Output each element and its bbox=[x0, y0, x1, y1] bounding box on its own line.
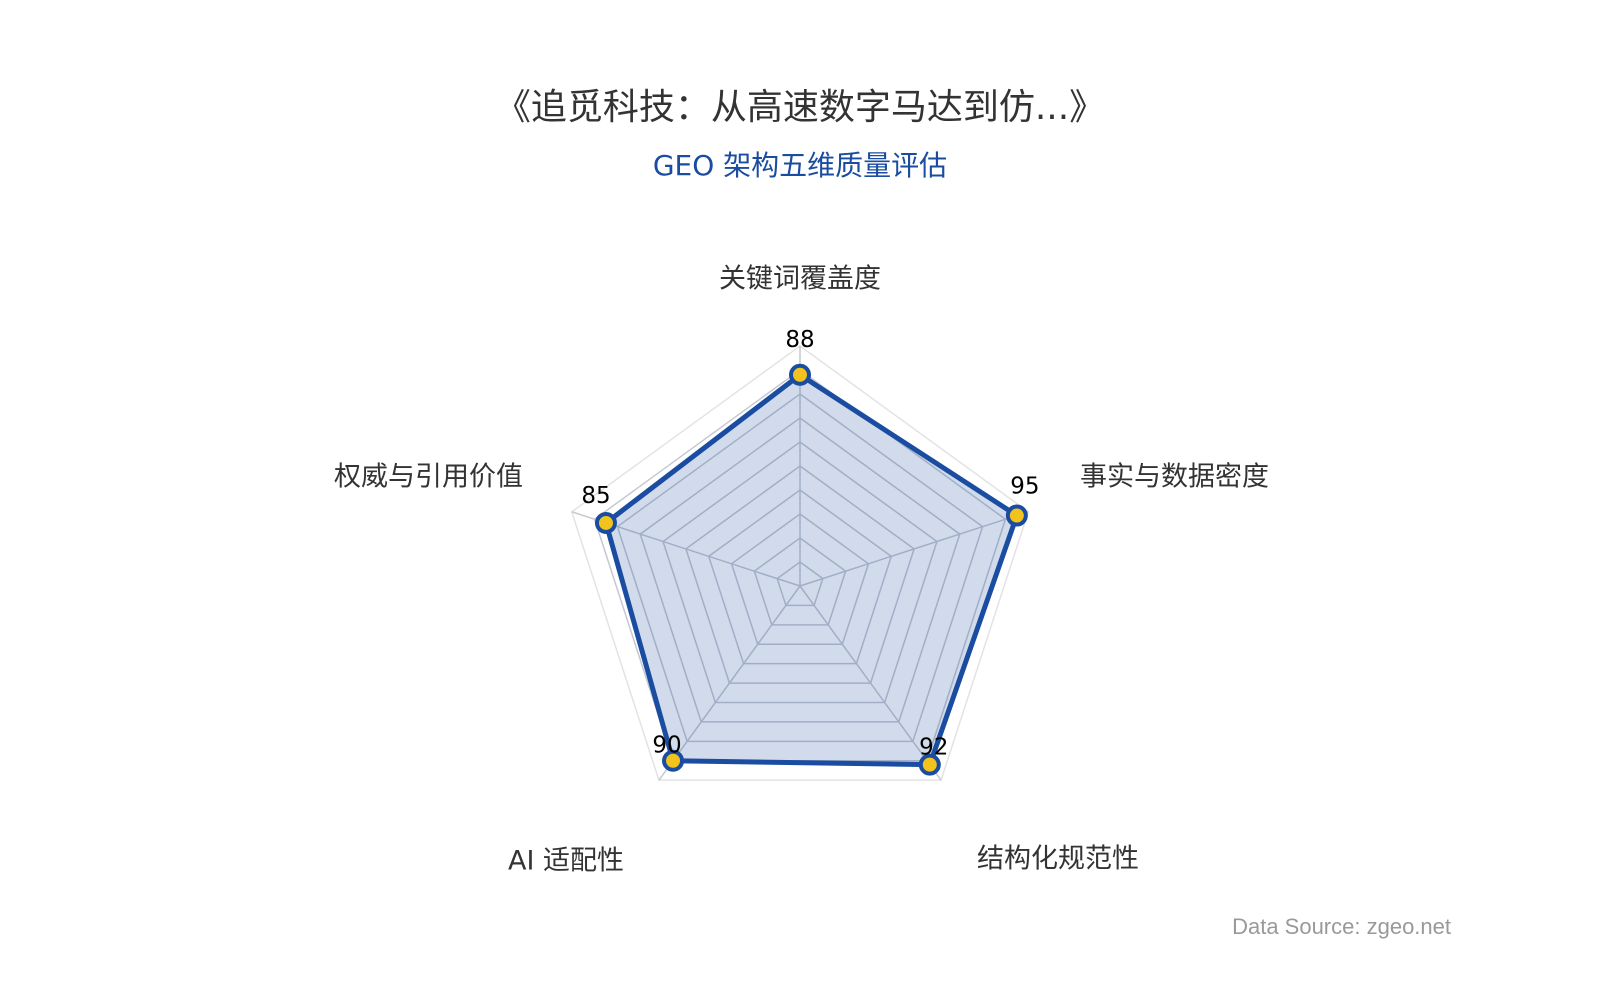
axis-label: 关键词覆盖度 bbox=[719, 264, 881, 295]
value-label: 92 bbox=[919, 735, 948, 761]
data-source: Data Source: zgeo.net bbox=[1232, 914, 1451, 939]
chart-subtitle: GEO 架构五维质量评估 bbox=[652, 149, 948, 182]
chart-title: 《追觅科技：从高速数字马达到仿...》 bbox=[494, 87, 1106, 128]
grid-ring bbox=[753, 537, 847, 626]
value-label: 90 bbox=[652, 733, 681, 759]
grid-spoke bbox=[799, 511, 1029, 587]
grid-ring bbox=[570, 345, 1030, 781]
grid-ring bbox=[639, 417, 961, 723]
radar-spokes bbox=[571, 346, 1029, 781]
data-point-marker[interactable] bbox=[918, 753, 941, 776]
radar-grid bbox=[570, 345, 1030, 781]
data-point-marker[interactable] bbox=[594, 511, 617, 534]
grid-ring bbox=[776, 561, 824, 607]
axis-label: 结构化规范性 bbox=[977, 844, 1139, 875]
axis-label: 事实与数据密度 bbox=[1080, 462, 1269, 493]
grid-spoke bbox=[658, 585, 801, 781]
data-point-marker[interactable] bbox=[662, 749, 685, 772]
grid-ring bbox=[707, 489, 893, 665]
axis-label: 权威与引用价值 bbox=[334, 462, 523, 493]
value-label: 85 bbox=[581, 483, 610, 509]
grid-ring bbox=[616, 393, 984, 743]
value-label: 95 bbox=[1010, 474, 1039, 500]
data-point-marker[interactable] bbox=[789, 363, 811, 386]
data-area bbox=[603, 372, 1020, 768]
grid-spoke bbox=[799, 585, 942, 781]
grid-ring bbox=[684, 465, 916, 684]
data-markers bbox=[594, 363, 1028, 776]
grid-ring bbox=[662, 441, 938, 704]
value-labels: 88 95 92 90 85 bbox=[581, 327, 1039, 761]
grid-ring bbox=[730, 513, 870, 645]
value-label: 88 bbox=[785, 327, 814, 353]
axis-label: AI 适配性 bbox=[508, 846, 624, 877]
data-point-marker[interactable] bbox=[1005, 504, 1028, 527]
